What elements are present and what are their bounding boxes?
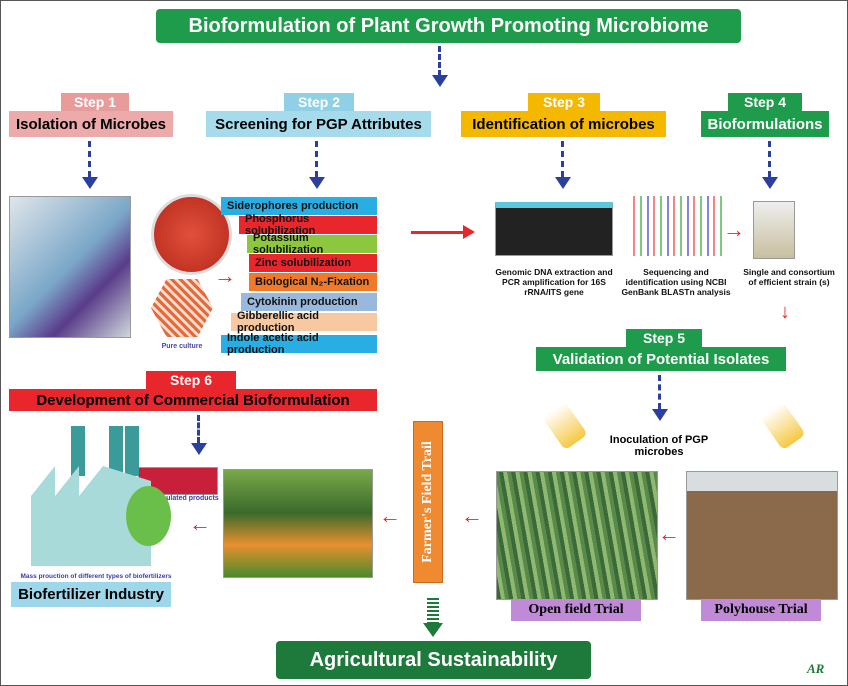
ar-logo: AR xyxy=(807,661,825,676)
mass-production-caption: Mass prouction of different types of bio… xyxy=(20,573,172,580)
farmers-field-trail: Farmer's Field Trail xyxy=(413,421,443,583)
attribute-item: Siderophores production xyxy=(221,197,377,215)
strain-caption: Single and consortium of efficient strai… xyxy=(743,267,835,287)
arrow-step4 xyxy=(768,141,771,177)
polyhouse-photo xyxy=(686,471,838,600)
red-arrow-left: ← xyxy=(379,503,401,528)
arrow-head xyxy=(762,177,778,189)
open-field-photo xyxy=(496,471,658,600)
attribute-item: Gibberellic acid production xyxy=(231,310,377,334)
step3-label: Step 3 xyxy=(528,93,600,111)
red-arrow: → xyxy=(723,217,745,242)
arrow-step3 xyxy=(561,141,564,177)
step6-title: Development of Commercial Bioformulation xyxy=(9,389,377,411)
red-arrow-left: ← xyxy=(658,521,680,546)
step5-label: Step 5 xyxy=(626,329,702,347)
step2-title: Screening for PGP Attributes xyxy=(206,111,431,137)
bottle-pour-icon xyxy=(760,401,806,451)
arrow-head xyxy=(652,409,668,421)
red-arrow-down: ↓ xyxy=(780,301,790,323)
dna-caption: Genomic DNA extraction and PCR amplifica… xyxy=(495,267,613,297)
red-arrow xyxy=(411,231,471,234)
arrow-head xyxy=(432,75,448,87)
arrow-head xyxy=(191,443,207,455)
flask-image xyxy=(753,201,795,259)
agricultural-sustainability-banner: Agricultural Sustainability xyxy=(276,641,591,679)
step1-title: Isolation of Microbes xyxy=(9,111,173,137)
petri-dish-image xyxy=(151,194,232,275)
arrow-head xyxy=(309,177,325,189)
arrow-step2 xyxy=(315,141,318,177)
isolation-photo xyxy=(9,196,131,338)
attribute-item: Potassium solubilization xyxy=(247,232,377,256)
red-arrow: → xyxy=(214,263,236,288)
green-arrow-head xyxy=(423,623,443,637)
attribute-item: Biological N₂-Fixation xyxy=(249,273,377,291)
arrow-step6 xyxy=(197,415,200,443)
polyhouse-label: Polyhouse Trial xyxy=(701,599,821,621)
attribute-item: Cytokinin production xyxy=(241,293,377,311)
pure-culture-label: Pure culture xyxy=(161,343,203,350)
gel-electrophoresis-image xyxy=(495,202,613,256)
attribute-item: Indole acetic acid production xyxy=(221,332,377,356)
factory-illustration xyxy=(21,426,181,571)
open-field-label: Open field Trial xyxy=(511,599,641,621)
inoculation-caption: Inoculation of PGP microbes xyxy=(609,434,709,458)
arrow-step5 xyxy=(658,375,661,409)
arrow-title xyxy=(438,46,441,76)
bottle-pour-icon xyxy=(542,401,588,451)
arrow-head xyxy=(555,177,571,189)
red-arrow-left: ← xyxy=(461,503,483,528)
arrow-head xyxy=(82,177,98,189)
red-arrow-head xyxy=(463,225,475,239)
step4-label: Step 4 xyxy=(728,93,802,111)
step3-title: Identification of microbes xyxy=(461,111,666,137)
step6-label: Step 6 xyxy=(146,371,236,389)
title-banner: Bioformulation of Plant Growth Promoting… xyxy=(156,9,741,43)
pure-culture-image xyxy=(151,279,213,337)
arrow-step1 xyxy=(88,141,91,177)
sequencing-caption: Sequencing and identification using NCBI… xyxy=(621,267,731,297)
step2-label: Step 2 xyxy=(284,93,354,111)
biofertilizer-industry-label: Biofertilizer Industry xyxy=(11,582,171,607)
chromatogram-image xyxy=(633,196,723,256)
red-arrow-left: ← xyxy=(189,511,211,536)
step1-label: Step 1 xyxy=(61,93,129,111)
farmers-harvest-photo xyxy=(223,469,373,578)
step5-title: Validation of Potential Isolates xyxy=(536,347,786,371)
step4-title: Bioformulations xyxy=(701,111,829,137)
green-arrow-down xyxy=(427,598,439,624)
attribute-item: Zinc solubilization xyxy=(249,254,377,272)
products-caption: Bioformulated products xyxy=(139,495,219,502)
